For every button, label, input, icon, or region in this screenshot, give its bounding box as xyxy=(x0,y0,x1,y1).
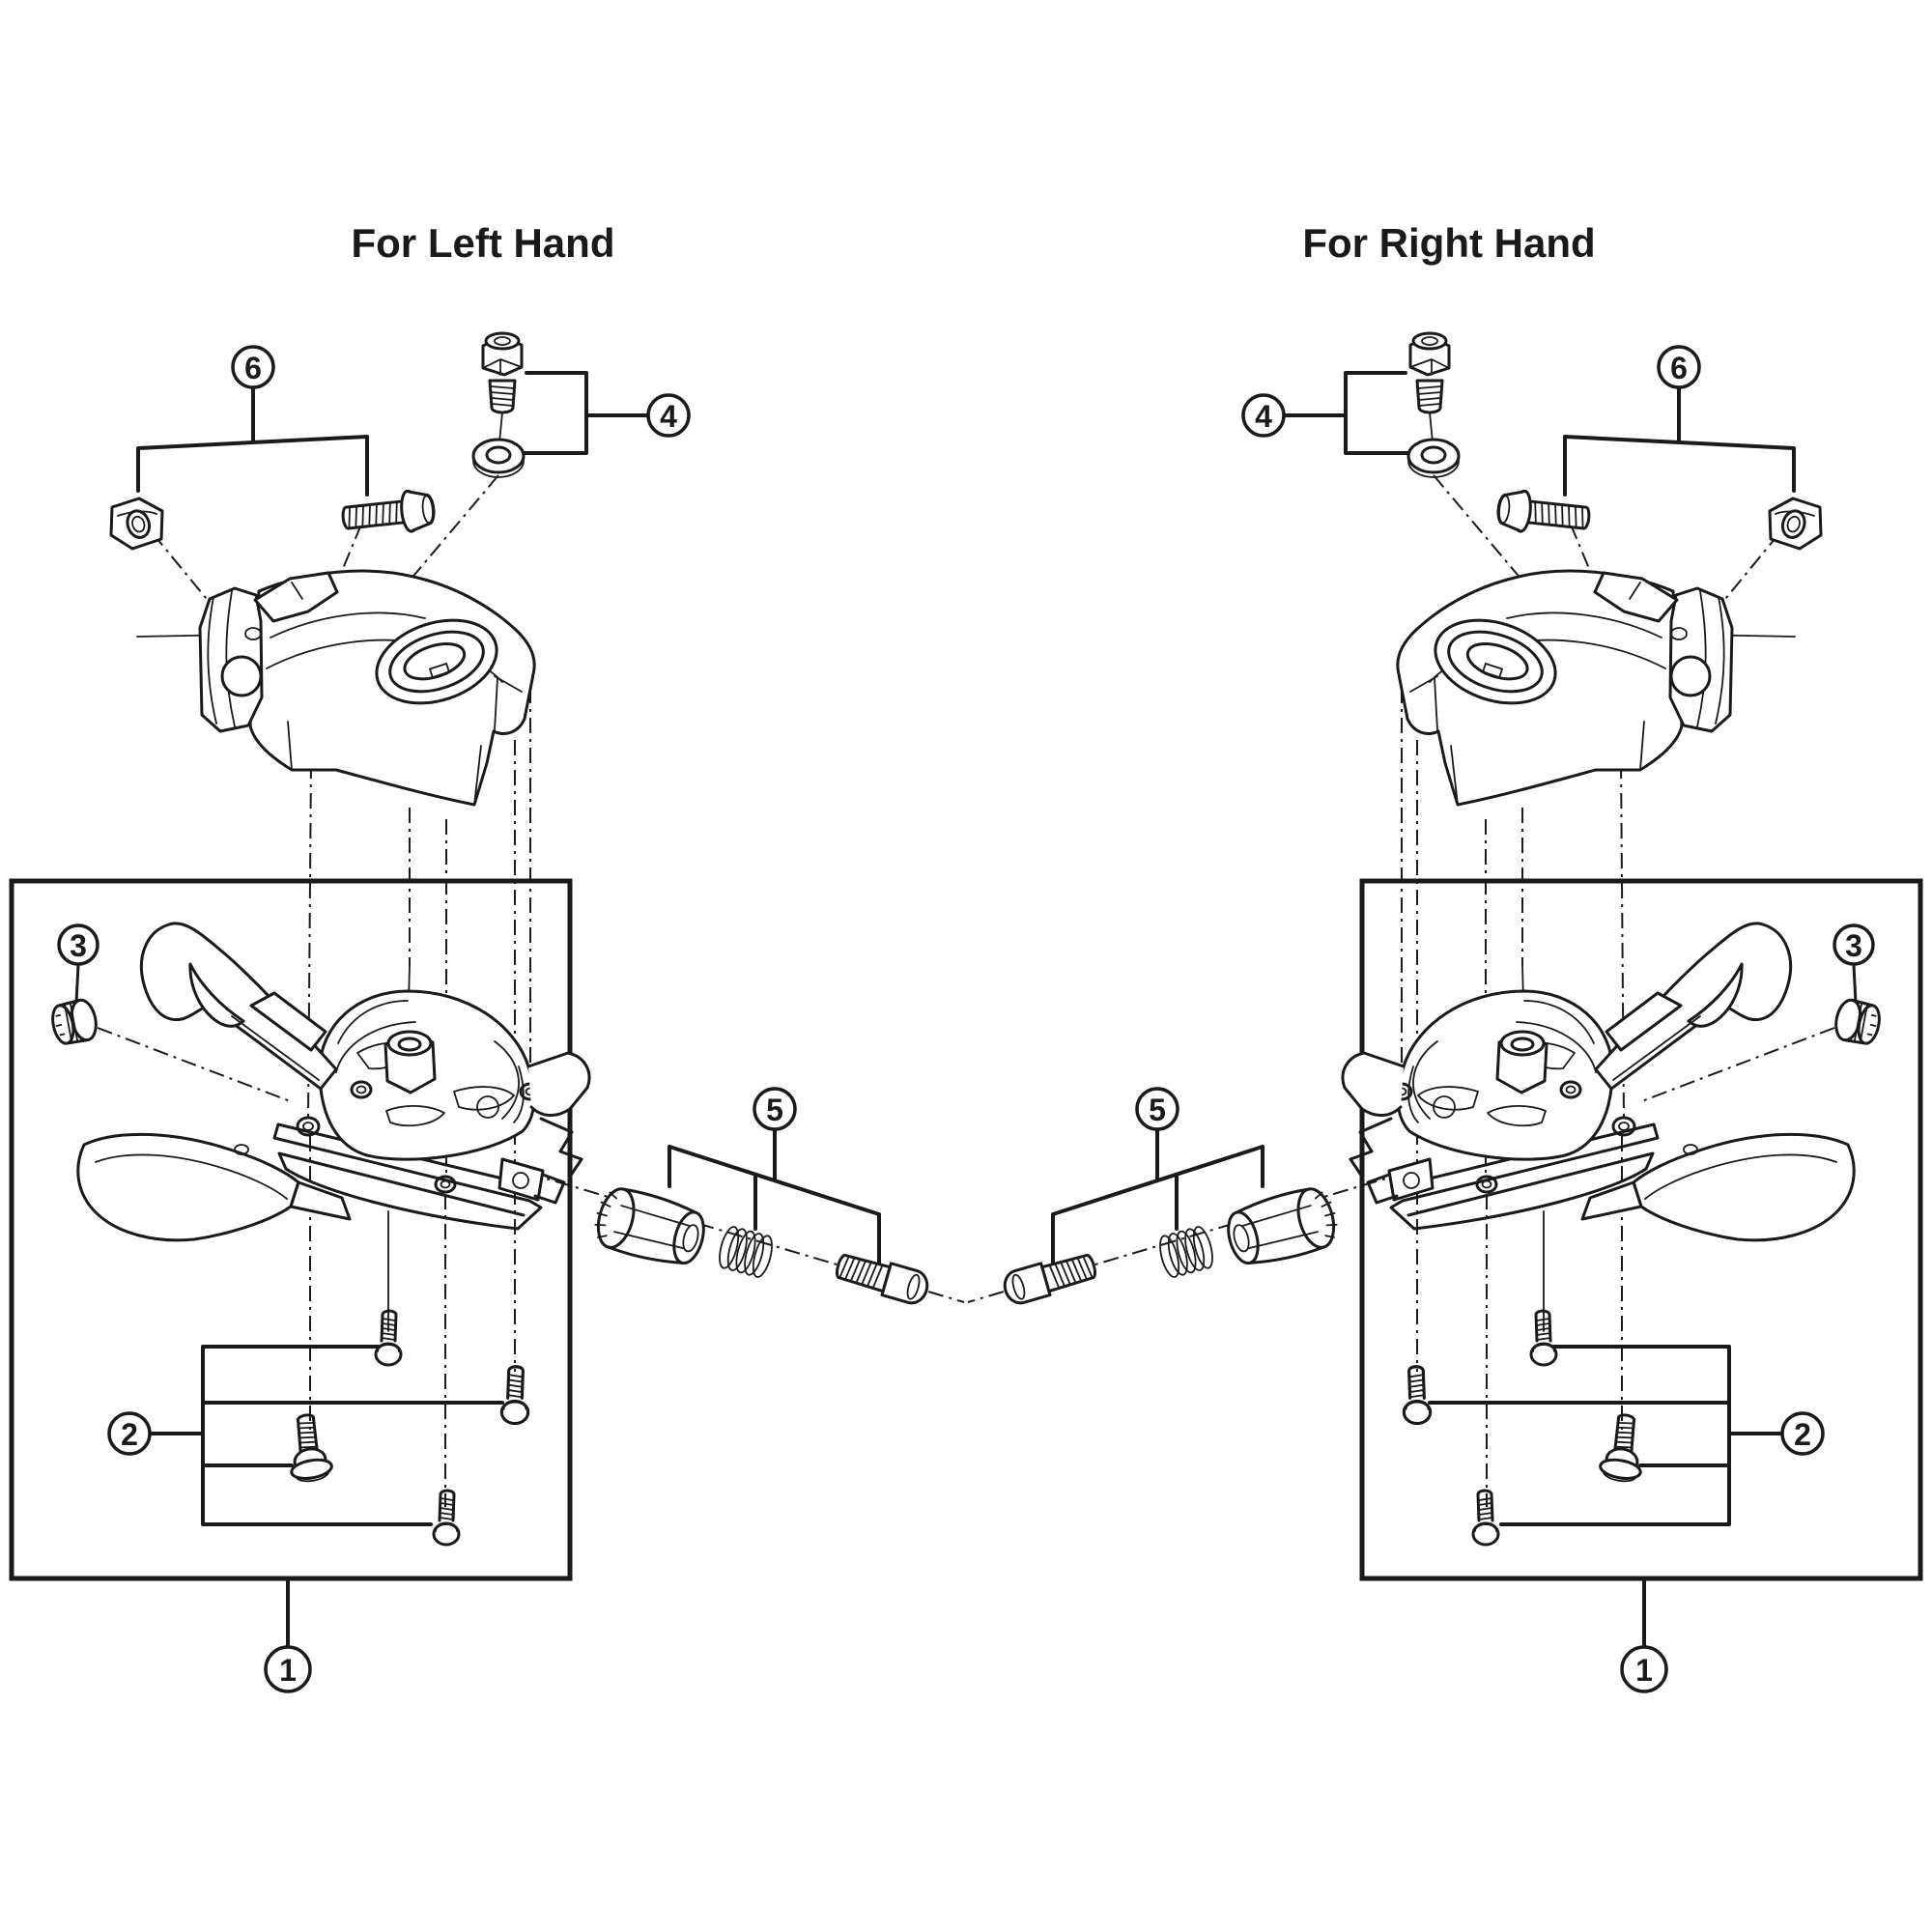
svg-text:1: 1 xyxy=(1635,1653,1653,1688)
callout-6-right: 6 xyxy=(1657,345,1701,389)
callout-4-left: 4 xyxy=(646,393,691,438)
svg-text:5: 5 xyxy=(766,1093,783,1127)
svg-text:5: 5 xyxy=(1149,1093,1166,1127)
svg-text:6: 6 xyxy=(1670,351,1688,385)
callout-2-left: 2 xyxy=(107,1411,152,1456)
svg-text:4: 4 xyxy=(660,399,677,434)
svg-text:3: 3 xyxy=(70,928,87,963)
callout-5-left: 5 xyxy=(753,1087,797,1131)
callout-3-right: 3 xyxy=(1833,923,1875,966)
right-assembly xyxy=(968,333,1920,1647)
left-assembly xyxy=(12,333,964,1647)
callout-1-left: 1 xyxy=(264,1645,312,1693)
svg-text:6: 6 xyxy=(244,351,262,385)
svg-text:1: 1 xyxy=(279,1653,297,1688)
callout-6-left: 6 xyxy=(231,345,275,389)
callout-5-right: 5 xyxy=(1135,1087,1179,1131)
callout-3-left: 3 xyxy=(57,923,99,966)
svg-text:2: 2 xyxy=(1794,1417,1811,1452)
svg-text:2: 2 xyxy=(121,1417,138,1452)
right-diagram-title: For Right Hand xyxy=(1302,220,1596,266)
svg-text:4: 4 xyxy=(1255,399,1272,434)
callout-balloons: 6 4 3 5 2 1 6 4 3 5 2 1 xyxy=(57,345,1875,1693)
svg-text:3: 3 xyxy=(1845,928,1862,963)
callout-1-right: 1 xyxy=(1620,1645,1668,1693)
left-diagram-title: For Left Hand xyxy=(351,220,615,266)
callout-2-right: 2 xyxy=(1780,1411,1825,1456)
callout-4-right: 4 xyxy=(1241,393,1286,438)
